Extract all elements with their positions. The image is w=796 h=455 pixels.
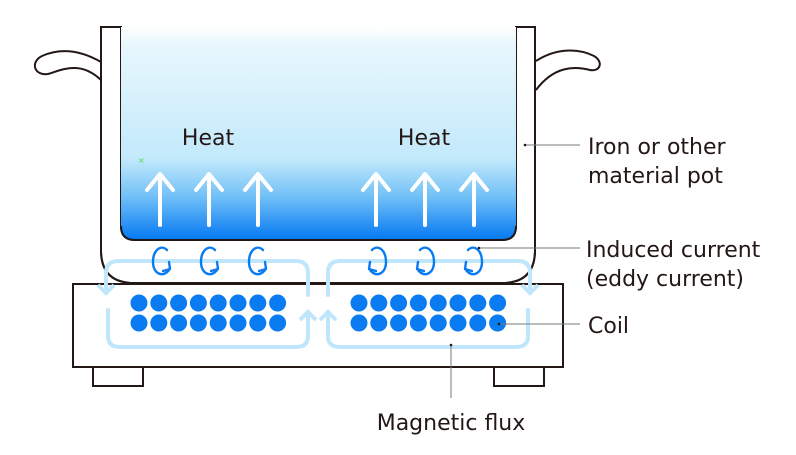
leader-dot-flux	[449, 343, 453, 347]
coil-turn	[249, 294, 267, 312]
heat-arrows	[145, 172, 489, 227]
callout-pot-line2: material pot	[588, 164, 723, 189]
callout-induced-line2: (eddy current)	[586, 267, 744, 292]
magnetic-flux-loops	[96, 259, 540, 349]
eddy-loop-clockwise	[247, 246, 268, 276]
coil-turn	[350, 314, 368, 332]
coil-turn	[469, 294, 487, 312]
coil-turn	[409, 314, 427, 332]
right-handle	[535, 49, 601, 91]
eddy-loop-clockwise	[151, 246, 172, 276]
coil-turn	[130, 294, 148, 312]
heat-label-right: Heat	[398, 126, 451, 151]
callout-magnetic-flux: Magnetic flux	[377, 411, 526, 436]
leader-dot-pot	[523, 143, 527, 147]
coil-turn	[390, 294, 408, 312]
coil-turn	[449, 294, 467, 312]
heat-label-left: Heat	[182, 126, 235, 151]
coil-turn	[229, 294, 247, 312]
coil-turn	[390, 314, 408, 332]
heat-arrow	[410, 172, 440, 227]
heat-arrow	[194, 172, 224, 227]
callout-pot-line1: Iron or other	[588, 135, 727, 160]
eddy-loop-clockwise	[199, 246, 220, 276]
coil-turn	[209, 294, 227, 312]
eddy-loop-counterclockwise	[463, 246, 484, 276]
coil-turn	[209, 314, 227, 332]
coil-turn	[469, 314, 487, 332]
coil-turn	[150, 294, 168, 312]
coil-turn	[449, 314, 467, 332]
coil-turn	[409, 294, 427, 312]
coil-turn	[189, 294, 207, 312]
eddy-loop-counterclockwise	[367, 246, 388, 276]
flux-loop-left	[96, 259, 310, 297]
heat-arrow	[243, 172, 273, 227]
eddy-currents	[151, 246, 484, 276]
pot-interior	[121, 27, 516, 240]
heat-arrow	[145, 172, 175, 227]
eddy-loop-counterclockwise	[415, 246, 436, 276]
coil-turn	[229, 314, 247, 332]
coil-turn	[489, 314, 507, 332]
callout-induced-line1: Induced current	[586, 238, 761, 263]
coil-turn	[350, 294, 368, 312]
stove-foot-left	[92, 366, 144, 387]
stray-mark: ×	[138, 156, 145, 165]
coil-turn	[130, 314, 148, 332]
leader-lines	[450, 144, 580, 398]
pot-bottom-edge	[100, 249, 536, 284]
flux-loop-right-lower	[318, 308, 530, 349]
coil-turn	[269, 294, 287, 312]
left-handle	[33, 50, 102, 81]
coil-turn	[170, 294, 188, 312]
coil-turn	[489, 294, 507, 312]
coil-turn	[269, 314, 287, 332]
heat-arrow	[459, 172, 489, 227]
stove-foot-right	[493, 366, 545, 387]
coil-turn	[429, 314, 447, 332]
callout-coil: Coil	[588, 314, 629, 339]
heat-arrow	[361, 172, 391, 227]
coil-turn	[150, 314, 168, 332]
pot-interior-bottom-edge	[120, 225, 517, 241]
flux-loop-right	[326, 259, 540, 297]
leader-dot-coil	[497, 322, 501, 326]
coil-turn	[370, 294, 388, 312]
coil-turn	[429, 294, 447, 312]
flux-loop-left-lower	[106, 308, 318, 349]
coil-turn	[370, 314, 388, 332]
coil-turn	[170, 314, 188, 332]
coil-turn	[189, 314, 207, 332]
coil-turn	[249, 314, 267, 332]
leader-dot-induced	[477, 246, 481, 250]
coil	[130, 294, 507, 332]
